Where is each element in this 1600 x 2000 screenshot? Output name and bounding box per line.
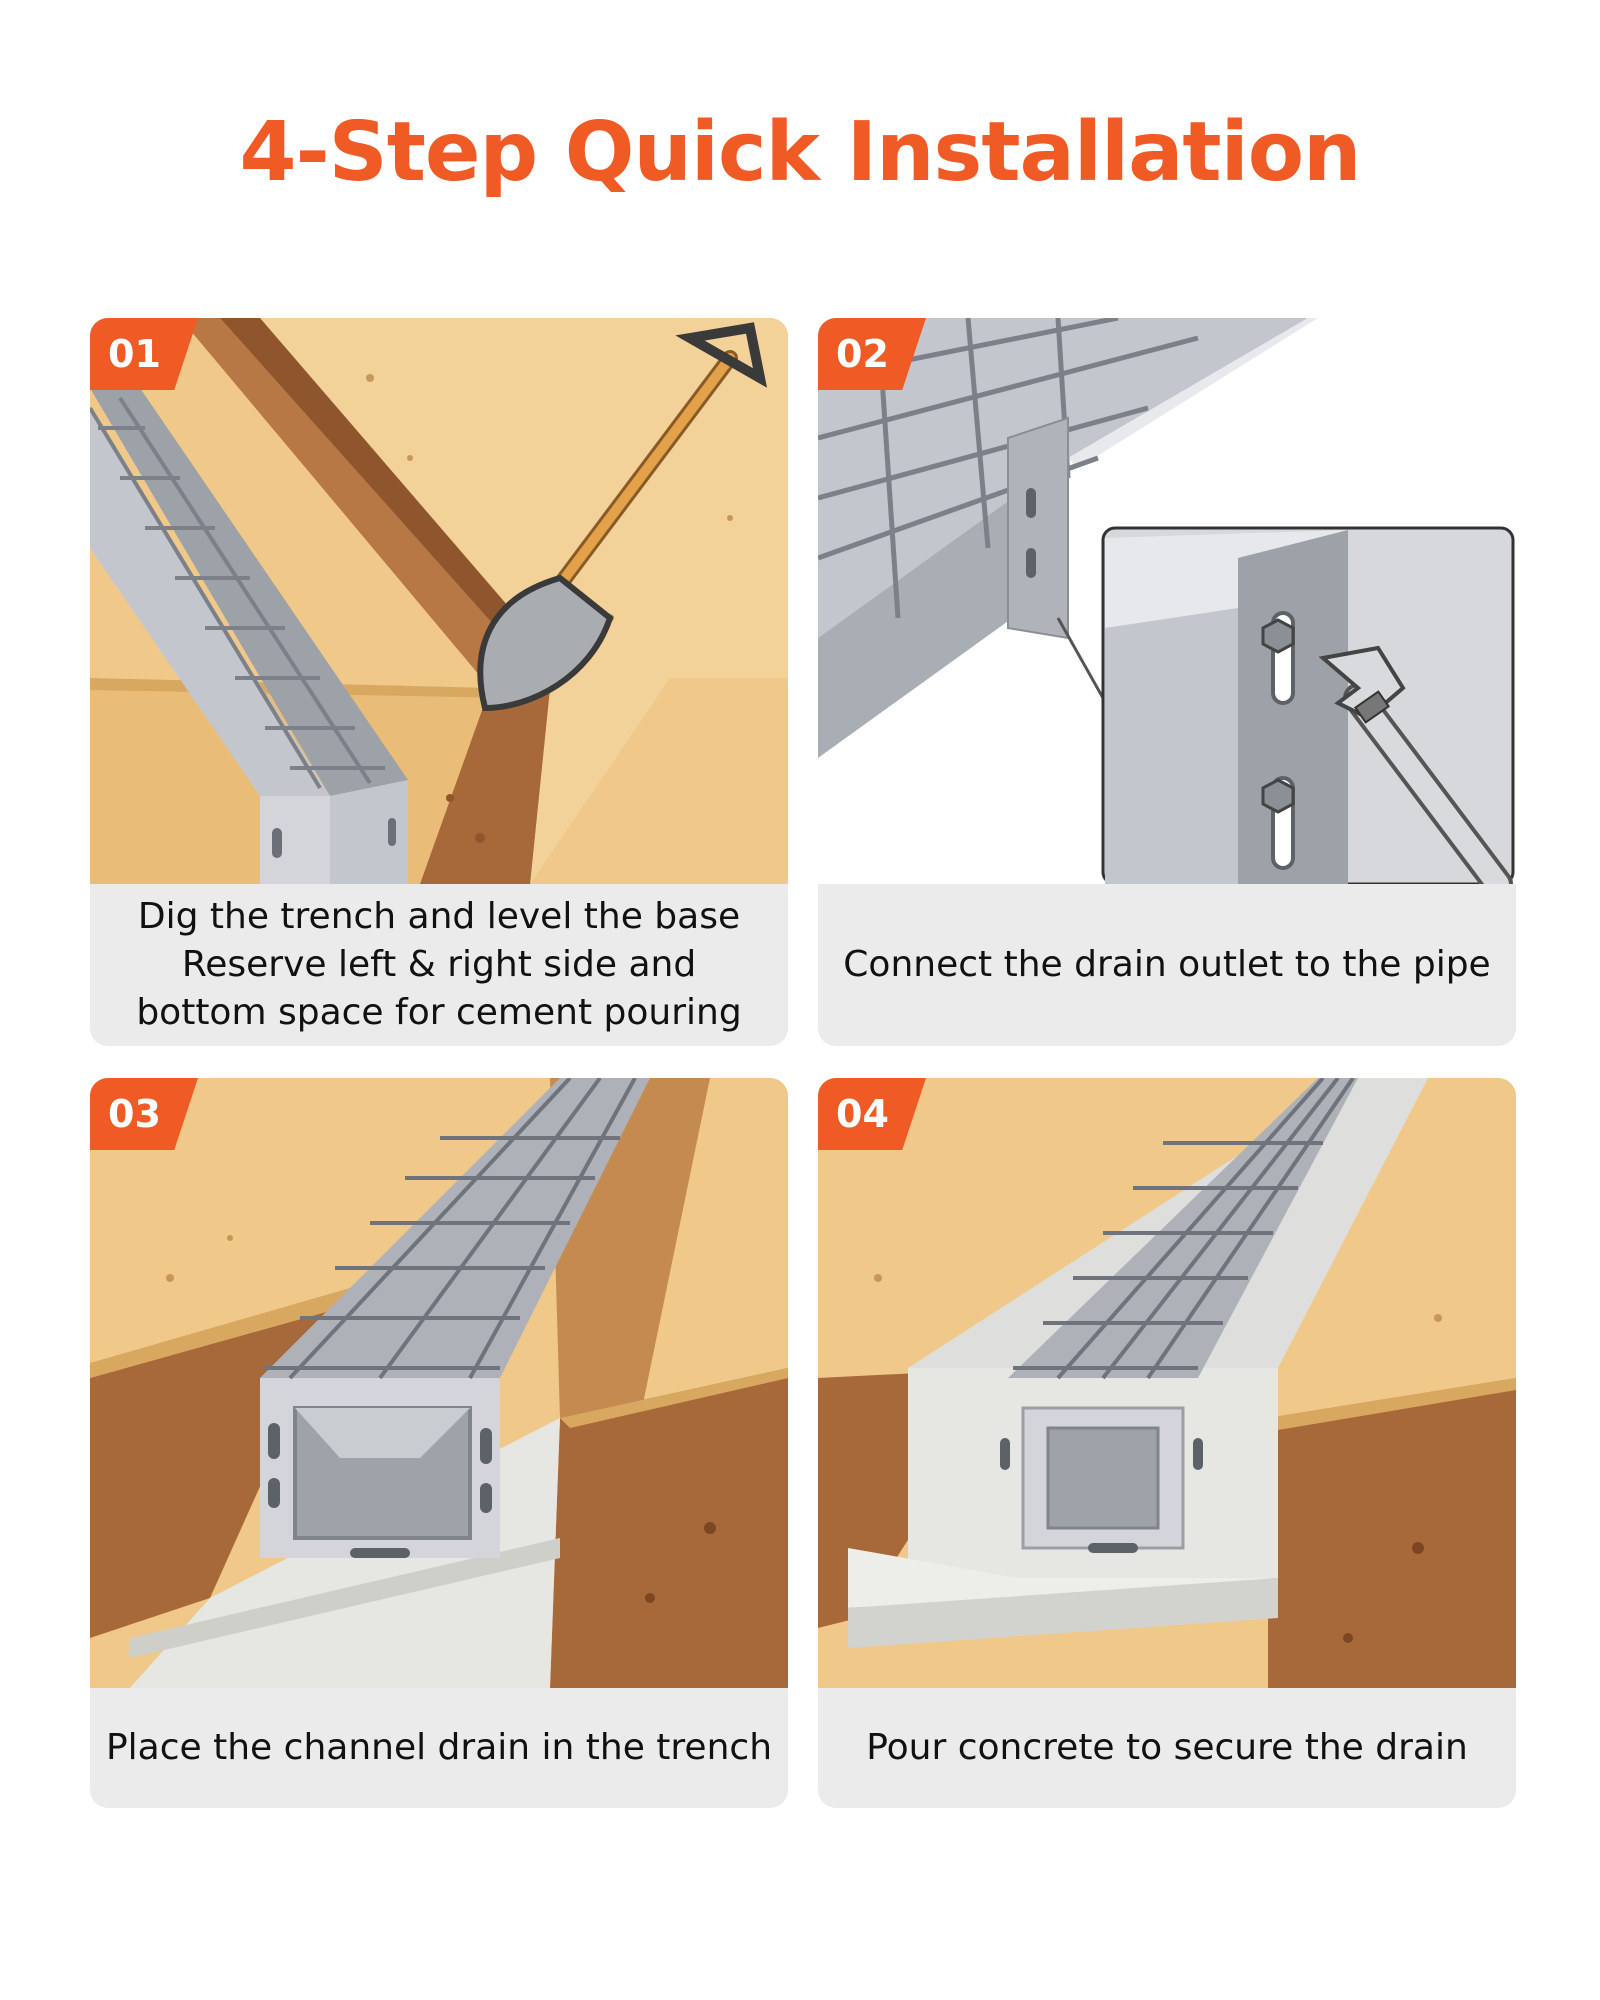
caption-line: Pour concrete to secure the drain	[866, 1727, 1468, 1768]
caption-line: Reserve left & right side and	[181, 944, 697, 985]
step-03-illustration	[90, 1078, 788, 1688]
zoom-inset	[1101, 526, 1515, 884]
step-caption: Connect the drain outlet to the pipe	[818, 884, 1516, 1046]
caption-line: Place the channel drain in the trench	[105, 1727, 773, 1768]
step-card-02: 02 Connect the drain outlet to the pipe	[818, 318, 1516, 1046]
concrete-icon	[848, 1078, 1428, 1648]
step-01-illustration	[90, 318, 788, 884]
step-02-illustration	[818, 318, 1516, 884]
step-caption: Place the channel drain in the trench	[90, 1688, 788, 1808]
shovel-icon	[477, 322, 768, 712]
step-caption: Pour concrete to secure the drain	[818, 1688, 1516, 1808]
step-card-04: 04 Pour concrete to secure the drain	[818, 1078, 1516, 1808]
caption-line: bottom space for cement pouring	[136, 992, 742, 1033]
wrench-icon	[1318, 645, 1513, 884]
caption-line: Dig the trench and level the base	[137, 896, 741, 937]
caption-line: Connect the drain outlet to the pipe	[843, 944, 1491, 985]
page-title: 4-Step Quick Installation	[239, 105, 1362, 200]
step-04-illustration	[818, 1078, 1516, 1688]
channel-drain-icon	[260, 1078, 650, 1558]
step-card-03: 03 Place the channel drain in the trench	[90, 1078, 788, 1808]
step-card-01: 01 Dig the trench and level the base Res…	[90, 318, 788, 1046]
step-caption: Dig the trench and level the base Reserv…	[90, 884, 788, 1046]
